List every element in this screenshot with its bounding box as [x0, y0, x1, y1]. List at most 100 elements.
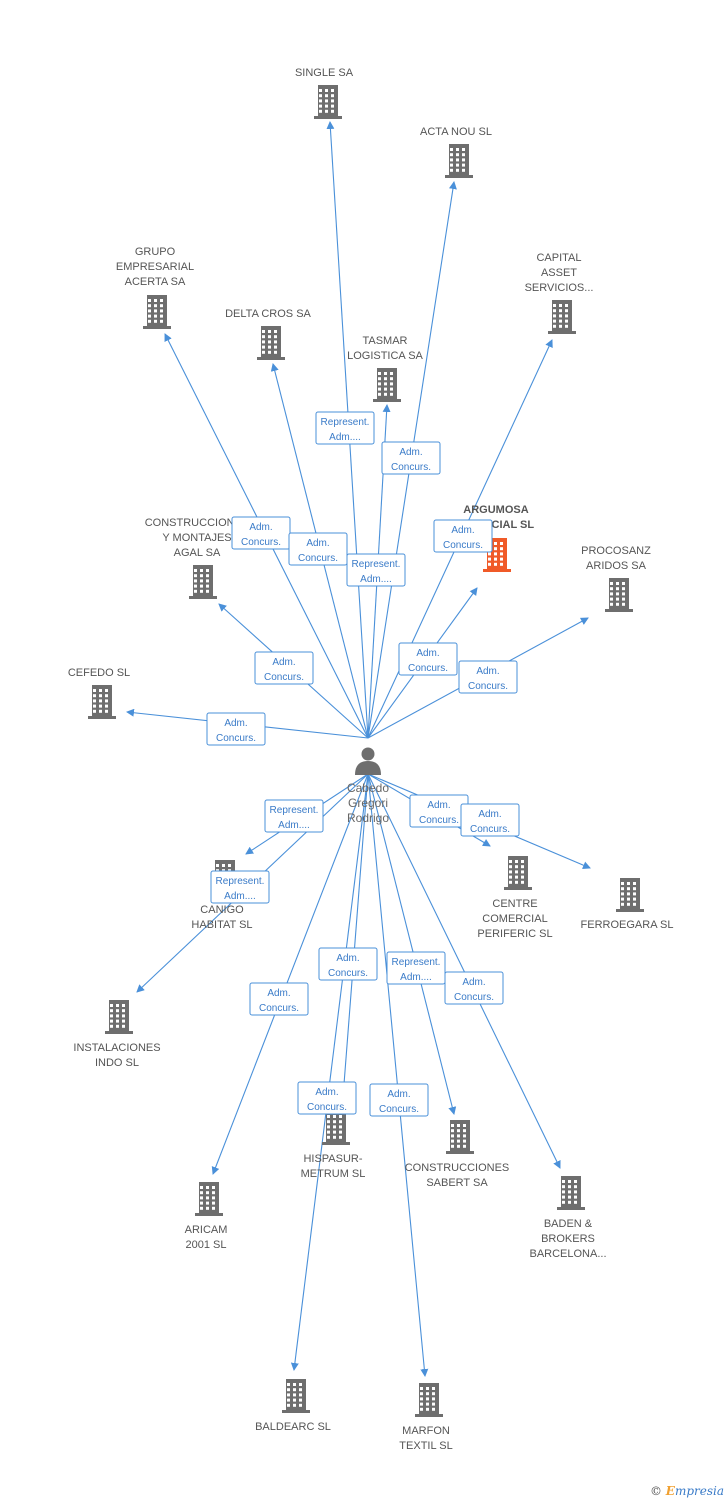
- company-baldearc[interactable]: BALDEARC SL: [255, 1379, 331, 1433]
- company-label: INDO SL: [95, 1057, 139, 1069]
- relation-label-instalaciones-indo[interactable]: Represent.Adm....: [210, 870, 270, 904]
- company-label: INSTALACIONES: [73, 1042, 160, 1054]
- edge-marfon: [367, 773, 429, 1377]
- relation-label-agal[interactable]: Adm. Concurs.: [254, 651, 314, 685]
- building-windows: [200, 1186, 215, 1210]
- company-instalaciones-indo[interactable]: INSTALACIONES INDO SL: [73, 1000, 161, 1069]
- brand-name: mpresia: [674, 1484, 724, 1498]
- company-centre-comercial[interactable]: CENTRE COMERCIAL PERIFERIC SL: [477, 856, 553, 940]
- relation-label-delta-cros[interactable]: Adm.Concurs.: [288, 532, 348, 566]
- company-label: BARCELONA...: [529, 1248, 606, 1260]
- relation-label-centre-comercial[interactable]: Adm. Concurs.: [409, 794, 469, 828]
- relation-text: Represent.: [392, 957, 441, 968]
- company-label: SERVICIOS...: [525, 282, 594, 294]
- relation-label-argumosa[interactable]: Adm.Concurs.: [398, 642, 458, 676]
- relation-text: Adm....: [360, 574, 392, 585]
- relation-text: Adm....: [329, 432, 361, 443]
- relation-text: Adm....: [224, 891, 256, 902]
- relation-label-baldearc[interactable]: Adm.Concurs.: [297, 1081, 357, 1115]
- relation-text: Adm.: [272, 657, 295, 668]
- company-acta-nou[interactable]: ACTA NOU SL: [420, 126, 492, 178]
- company-cefedo[interactable]: CEFEDO SL: [68, 667, 130, 719]
- relation-text: Concurs.: [391, 462, 431, 473]
- company-label: FERROEGARA SL: [581, 919, 674, 931]
- relation-label-cefedo[interactable]: Adm.Concurs.: [206, 712, 266, 746]
- relation-label-grupo-acerta[interactable]: Adm.Concurs.: [231, 516, 291, 550]
- company-nodes: SINGLE SA ACTA NOU SL CAPITALASSETSERVICIO…: [68, 67, 674, 1452]
- relation-label-ferroegara[interactable]: Adm.Concurs.: [460, 803, 520, 837]
- relation-text: Adm.: [249, 522, 272, 533]
- company-label: GRUPO: [135, 246, 176, 258]
- company-label: METRUM SL: [301, 1168, 366, 1180]
- company-label: COMERCIAL: [482, 913, 547, 925]
- relation-text: Concurs.: [264, 672, 304, 683]
- building-windows: [327, 1115, 342, 1139]
- company-label: CONSTRUCCIONES: [145, 517, 250, 529]
- relation-text: Adm.: [427, 800, 450, 811]
- relation-label-baden[interactable]: Adm. Concurs.: [444, 971, 504, 1005]
- company-label: BADEN &: [544, 1218, 593, 1230]
- relation-label-canigo[interactable]: Represent.Adm....: [264, 799, 324, 833]
- relation-text: Concurs.: [454, 992, 494, 1003]
- edge-baden: [367, 773, 561, 1169]
- company-label: PERIFERIC SL: [477, 928, 552, 940]
- company-label: DELTA CROS SA: [225, 308, 311, 320]
- company-delta-cros[interactable]: DELTA CROS SA: [225, 308, 312, 360]
- building-windows: [262, 330, 277, 354]
- company-label: CANIGO: [200, 904, 244, 916]
- relation-text: Concurs.: [443, 540, 483, 551]
- building-windows: [450, 148, 465, 172]
- building-windows: [420, 1387, 435, 1411]
- relation-label-capital-asset[interactable]: Adm.Concurs.: [433, 519, 493, 553]
- person-name: Gregori: [348, 796, 388, 810]
- building-windows: [553, 304, 568, 328]
- relation-label-procosanz[interactable]: Adm. Concurs.: [458, 660, 518, 694]
- company-label: HISPASUR-: [303, 1153, 362, 1165]
- company-label: CONSTRUCCIONES: [405, 1162, 510, 1174]
- company-label: CAPITAL: [536, 252, 581, 264]
- company-baden[interactable]: BADEN & BROKERS BARCELONA...: [529, 1176, 607, 1260]
- relation-label-hispasur[interactable]: Adm.Concurs.: [318, 947, 378, 981]
- company-label: CENTRE: [492, 898, 537, 910]
- relation-labels: Represent. Adm.... Adm. Concurs. Adm. Concurs…: [206, 411, 520, 1117]
- relation-text: Concurs.: [419, 815, 459, 826]
- company-ferroegara[interactable]: FERROEGARA SL: [581, 878, 674, 931]
- copyright-symbol: ©: [649, 1484, 662, 1498]
- company-label: ACTA NOU SL: [420, 126, 492, 138]
- relation-text: Concurs.: [468, 681, 508, 692]
- company-hispasur[interactable]: HISPASUR- METRUM SL: [301, 1111, 366, 1180]
- relation-text: Adm.: [267, 988, 290, 999]
- relation-label-tasmar[interactable]: Represent. Adm....: [346, 553, 406, 587]
- building-windows: [148, 299, 163, 323]
- relation-label-aricam[interactable]: Adm.Concurs.: [249, 982, 309, 1016]
- company-capital-asset[interactable]: CAPITALASSETSERVICIOS...: [525, 252, 594, 334]
- relation-text: Adm....: [278, 820, 310, 831]
- relation-text: Represent.: [352, 559, 401, 570]
- relation-label-single[interactable]: Represent.Adm....: [315, 411, 375, 445]
- relation-text: Concurs.: [298, 553, 338, 564]
- building-windows: [287, 1383, 302, 1407]
- company-label: ARGUMOSA: [463, 504, 528, 516]
- relation-label-marfon[interactable]: Adm.Concurs.: [369, 1083, 429, 1117]
- relation-text: Adm.: [478, 809, 501, 820]
- company-label: AGAL SA: [174, 547, 221, 559]
- relation-label-acta-nou[interactable]: Adm.Concurs.: [381, 441, 441, 475]
- relation-text: Adm.: [387, 1089, 410, 1100]
- company-label: BROKERS: [541, 1233, 595, 1245]
- company-label: ARIDOS SA: [586, 560, 647, 572]
- relation-label-sabert[interactable]: Represent.Adm....: [386, 951, 446, 985]
- edge-sabert: [367, 773, 457, 1115]
- company-single[interactable]: SINGLE SA: [295, 67, 354, 119]
- relation-text: Adm.: [462, 977, 485, 988]
- company-label: BALDEARC SL: [255, 1421, 331, 1433]
- relation-text: Adm.: [476, 666, 499, 677]
